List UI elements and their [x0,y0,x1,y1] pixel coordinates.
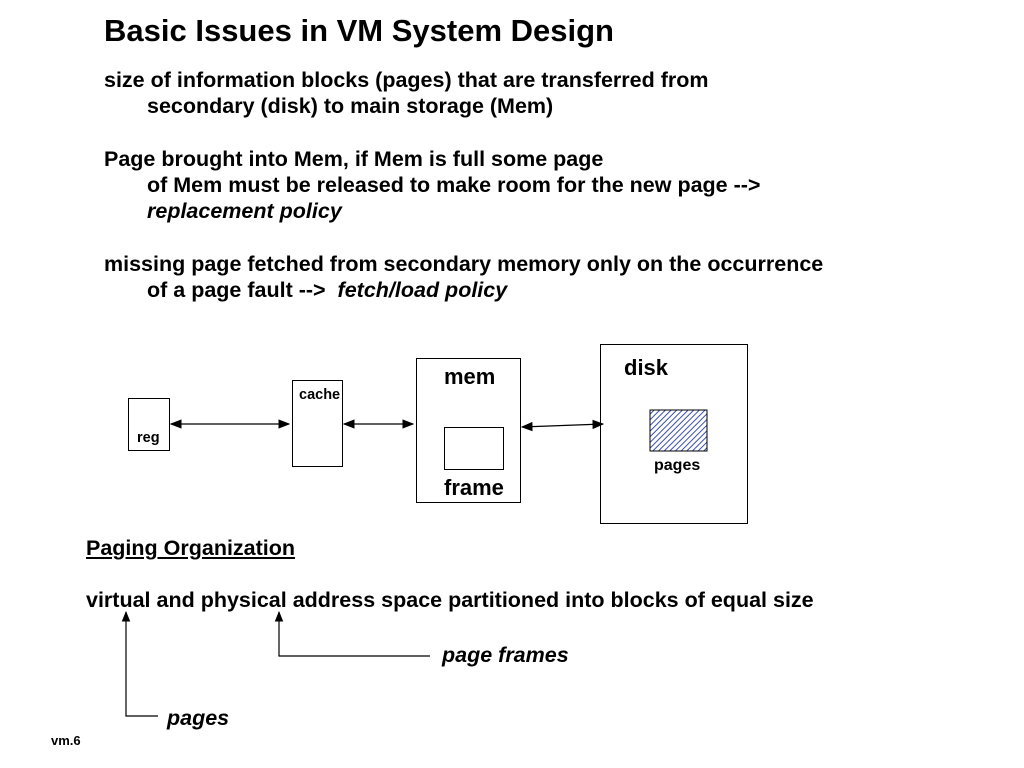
disk-page-block [649,409,708,452]
paragraph-line: of a page fault --> fetch/load policy [104,277,823,303]
disk-label: disk [624,355,669,380]
paragraph-replacement: Page brought into Mem, if Mem is full so… [104,146,761,224]
paging-heading: Paging Organization [86,536,296,560]
frame-box [444,427,504,470]
reg-box [128,398,170,451]
reg-label: reg [137,430,160,446]
cache-box [292,380,343,467]
paragraph-line: Page brought into Mem, if Mem is full so… [104,147,604,171]
pages-label: pages [654,457,701,474]
pages-pointer [121,610,158,717]
slide-number: vm.6 [51,733,81,748]
paragraph-line: of Mem must be released to make room for… [147,173,761,197]
paragraph-line: missing page fetched from secondary memo… [104,252,824,276]
paragraph-line: size of information blocks (pages) that … [104,68,709,92]
slide-title: Basic Issues in VM System Design [104,13,614,48]
fetch-policy-term: fetch/load policy [337,278,508,302]
mem-label: mem [444,364,496,389]
paragraph-block-size: size of information blocks (pages) that … [104,67,709,119]
cache-label: cache [299,387,341,403]
paragraph-fetch: missing page fetched from secondary memo… [104,251,823,303]
paragraph-line-prefix: of a page fault --> [147,278,326,302]
frame-label: frame [444,475,504,500]
paging-statement: virtual and physical address space parti… [86,588,814,612]
mem-disk-arrow [520,419,605,432]
pages-annotation: pages [167,706,230,730]
page-frames-annotation: page frames [442,643,569,667]
replacement-policy-term: replacement policy [147,199,342,223]
page-frames-pointer [274,610,430,657]
paragraph-line: secondary (disk) to main storage (Mem) [147,94,554,118]
